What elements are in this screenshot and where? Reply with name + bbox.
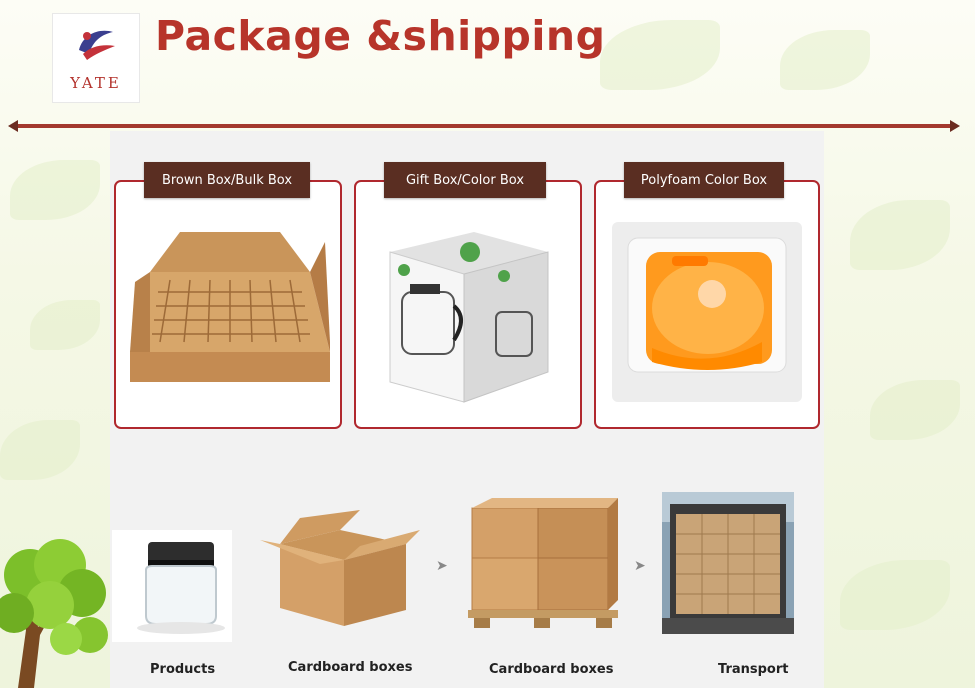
header-divider: [8, 120, 960, 132]
company-logo: YATE: [52, 13, 140, 103]
brown-box-image: [130, 202, 330, 402]
background-leaf: [870, 380, 960, 440]
process-arrow-icon: ➤: [436, 558, 448, 574]
cardboard-box-open-image: [260, 510, 420, 626]
polyfoam-box-image: [612, 222, 802, 402]
tree-illustration: [0, 539, 108, 688]
logo-swoosh-icon: [79, 30, 115, 60]
package-label-gift-box: Gift Box/Color Box: [384, 162, 546, 198]
background-leaf: [30, 300, 100, 350]
package-card-polyfoam-box: [594, 180, 820, 429]
gift-box-image: [389, 232, 549, 403]
process-caption-transport: Transport: [718, 662, 789, 677]
package-card-gift-box: [354, 180, 582, 429]
process-caption-cardboard-boxes: Cardboard boxes: [288, 660, 413, 675]
glass-jar-image: [112, 530, 232, 642]
background-leaf: [10, 160, 100, 220]
background-leaf: [850, 200, 950, 270]
package-label-brown-box: Brown Box/Bulk Box: [144, 162, 310, 198]
palletized-boxes-image: [468, 498, 618, 628]
logo-text: YATE: [70, 74, 122, 92]
package-label-polyfoam-box: Polyfoam Color Box: [624, 162, 784, 198]
shipping-container-image: [662, 492, 794, 634]
background-leaf: [0, 420, 80, 480]
process-caption-palletized-boxes: Cardboard boxes: [489, 662, 614, 677]
background-leaf: [840, 560, 950, 630]
background-leaf: [780, 30, 870, 90]
page-title: Package &shipping: [155, 12, 606, 60]
background-leaf: [600, 20, 720, 90]
package-card-brown-box: [114, 180, 342, 429]
process-caption-products: Products: [150, 662, 216, 677]
process-arrow-icon: ➤: [634, 558, 646, 574]
